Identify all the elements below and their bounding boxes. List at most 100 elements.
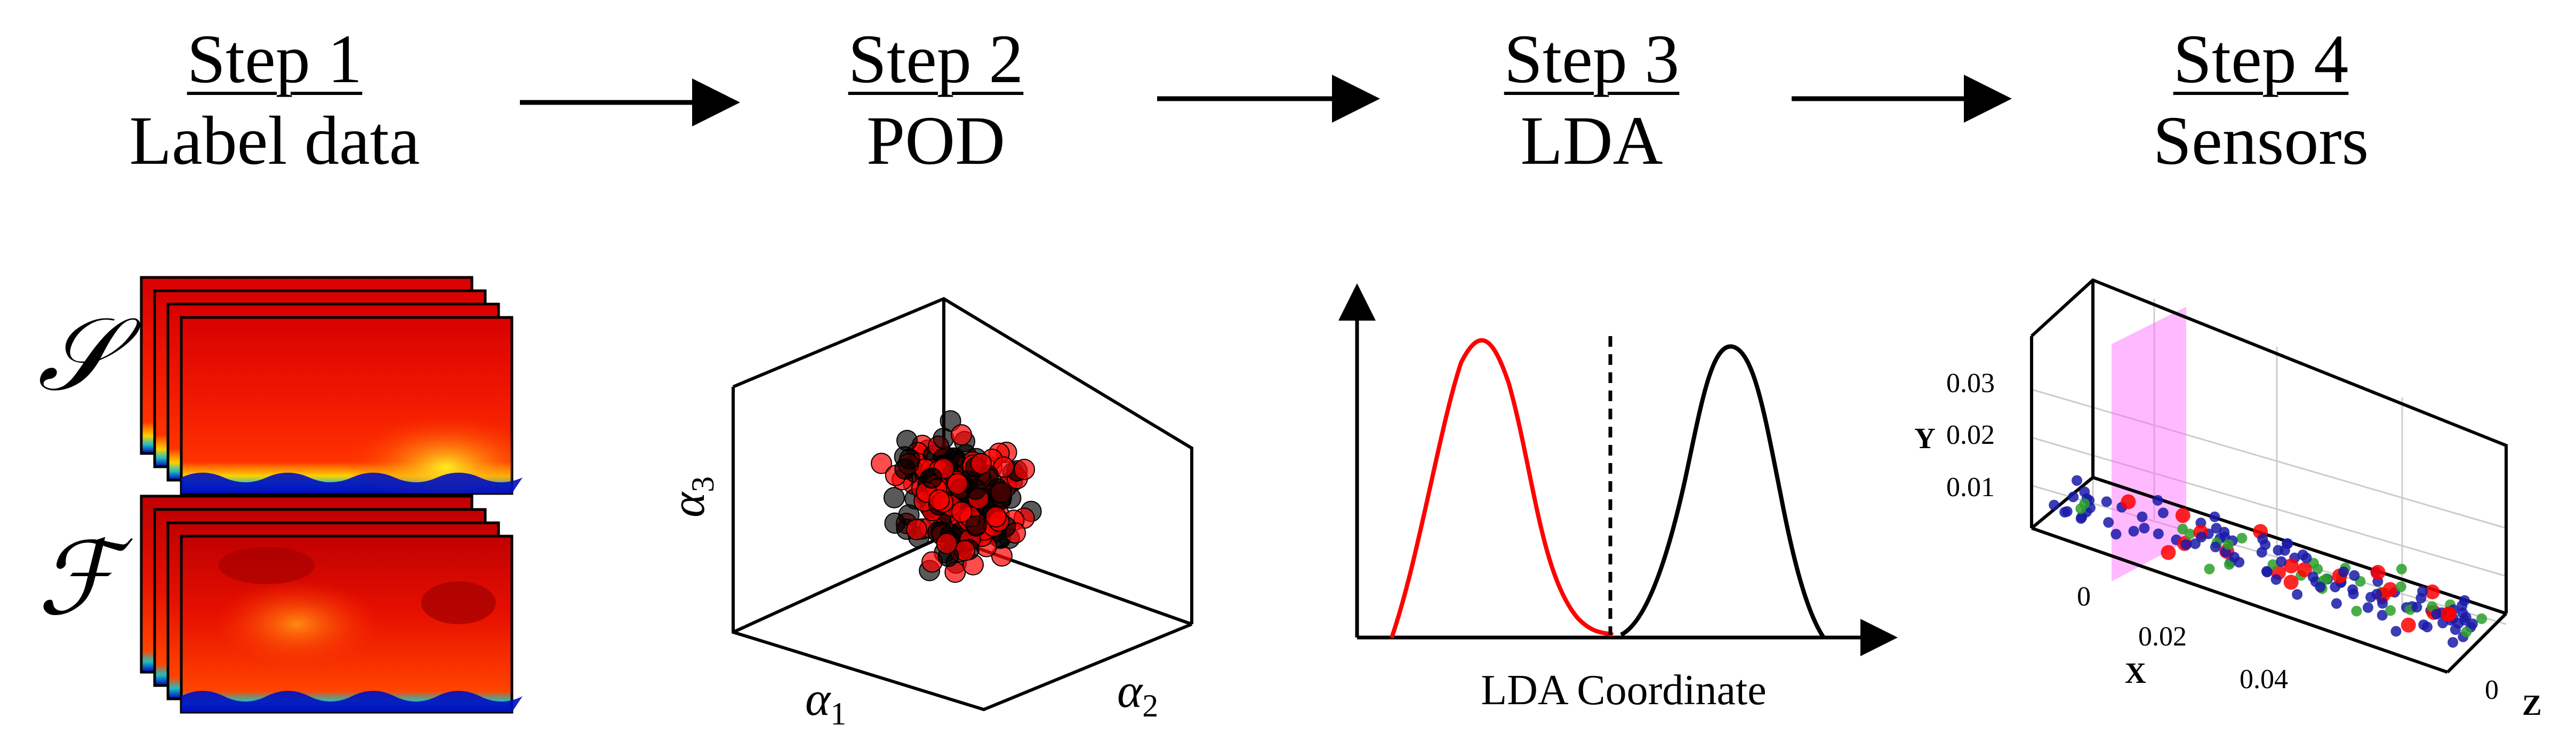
sensor-point xyxy=(2370,564,2386,580)
sensor-point xyxy=(2312,563,2323,575)
sensor-point xyxy=(2396,563,2407,575)
pod-scatter-points xyxy=(871,410,1042,583)
sensor-point xyxy=(2297,549,2308,560)
symbol-s: 𝒮 xyxy=(37,300,141,412)
sensor-point xyxy=(2180,539,2192,550)
sensor-point xyxy=(2267,559,2278,570)
sensor-point xyxy=(2395,581,2406,592)
sensor-point xyxy=(2204,563,2215,575)
step-2-title: Step 2 xyxy=(848,21,1024,98)
sensor-point xyxy=(2315,581,2326,593)
sensor-y-tick-2: 0.02 xyxy=(1946,420,1995,450)
pod-point xyxy=(933,427,954,449)
sensor-point xyxy=(2211,523,2222,534)
sensor-point xyxy=(2283,558,2299,573)
field-stack-f xyxy=(140,495,523,714)
axis-label-alpha3: α3 xyxy=(662,476,720,517)
sensor-point xyxy=(2371,588,2382,600)
sensor-x-tick-2: 0.02 xyxy=(2138,621,2187,652)
sensor-point xyxy=(2276,556,2287,567)
sensor-point xyxy=(2157,507,2169,519)
sensor-point xyxy=(2282,538,2292,549)
sensor-point xyxy=(2422,621,2433,633)
sensor-grid xyxy=(2031,283,2507,625)
sensor-point xyxy=(2283,575,2299,590)
sensor-z-tick-1: 0 xyxy=(2485,675,2499,705)
sensor-point xyxy=(2101,496,2112,507)
pod-point xyxy=(928,489,950,511)
pod-point xyxy=(985,506,1007,528)
sensor-point xyxy=(2390,626,2402,637)
sensor-point xyxy=(2079,486,2090,497)
pod-point xyxy=(898,448,920,470)
step-1-header: Step 1 Label data xyxy=(35,21,515,179)
sensor-point xyxy=(2161,545,2176,560)
pod-point xyxy=(936,532,958,554)
sensor-points xyxy=(2049,475,2487,648)
symbol-f: ℱ xyxy=(37,524,133,636)
sensor-point xyxy=(2459,595,2470,606)
sensor-y-label: Y xyxy=(1914,422,1936,455)
sensor-point xyxy=(2196,531,2207,543)
sensor-point xyxy=(2075,513,2087,524)
step1-panel: 𝒮 ℱ xyxy=(37,276,523,714)
sensor-point xyxy=(2072,475,2082,486)
sensor-point xyxy=(2347,584,2358,595)
step-2-subtitle: POD xyxy=(866,102,1006,179)
sensor-point xyxy=(2273,545,2284,556)
sensor-point xyxy=(2338,566,2349,577)
pod-point xyxy=(906,519,928,540)
sensor-point xyxy=(2210,541,2221,553)
sensor-point xyxy=(2401,617,2416,633)
sensor-point xyxy=(2362,602,2373,613)
step4-panel: Y 0.03 0.02 0.01 0 0.02 0.04 X 0 Z xyxy=(1914,278,2542,721)
sensor-point xyxy=(2441,607,2456,622)
sensor-point xyxy=(2128,525,2139,537)
sensor-point xyxy=(2377,610,2388,621)
sensor-point xyxy=(2177,523,2188,535)
sensor-point xyxy=(2467,618,2478,630)
sensor-point xyxy=(2068,491,2079,503)
sensor-point xyxy=(2152,495,2163,506)
sensor-point xyxy=(2236,532,2248,544)
sensor-point xyxy=(2209,511,2220,522)
sensor-point xyxy=(2460,612,2471,623)
sensor-point xyxy=(2049,499,2060,511)
step-3-header: Step 3 LDA xyxy=(1352,21,1832,179)
sensor-point xyxy=(2139,523,2150,533)
sensor-point xyxy=(2417,586,2428,597)
sensor-point xyxy=(2385,605,2396,616)
step-3-subtitle: LDA xyxy=(1520,102,1663,179)
sensor-point xyxy=(2351,605,2362,617)
axis-label-alpha1: α1 xyxy=(805,673,846,731)
step-3-title: Step 3 xyxy=(1504,21,1680,98)
step-4-header: Step 4 Sensors xyxy=(2021,21,2501,179)
sensor-point xyxy=(2137,511,2148,522)
sensor-point xyxy=(2461,626,2472,638)
sensor-point xyxy=(2292,589,2303,600)
sensor-point xyxy=(2307,571,2318,583)
sensor-point xyxy=(2075,503,2087,514)
sensor-point xyxy=(2425,584,2440,600)
pod-point xyxy=(951,501,973,523)
step-1-subtitle: Label data xyxy=(129,102,420,179)
sensor-point xyxy=(2297,562,2312,577)
sensor-x-label: X xyxy=(2125,657,2146,689)
lda-class-f-curve xyxy=(1620,344,1826,639)
sensor-point xyxy=(2411,602,2422,613)
sensor-point xyxy=(2450,624,2461,635)
step-1-title: Step 1 xyxy=(187,21,363,98)
sensor-point xyxy=(2261,566,2272,577)
sensor-point xyxy=(2349,570,2360,581)
sensor-point xyxy=(2223,539,2234,550)
pod-point xyxy=(871,452,892,474)
sensor-point xyxy=(2153,528,2164,539)
sensor-x-tick-3: 0.04 xyxy=(2240,664,2288,695)
step3-panel: LDA Coordinate xyxy=(1338,283,1898,714)
sensor-point xyxy=(2059,507,2071,518)
pod-point xyxy=(965,515,987,537)
lda-xlabel: LDA Coordinate xyxy=(1481,667,1766,714)
pod-point xyxy=(990,481,1012,503)
sensor-point xyxy=(2234,556,2245,568)
